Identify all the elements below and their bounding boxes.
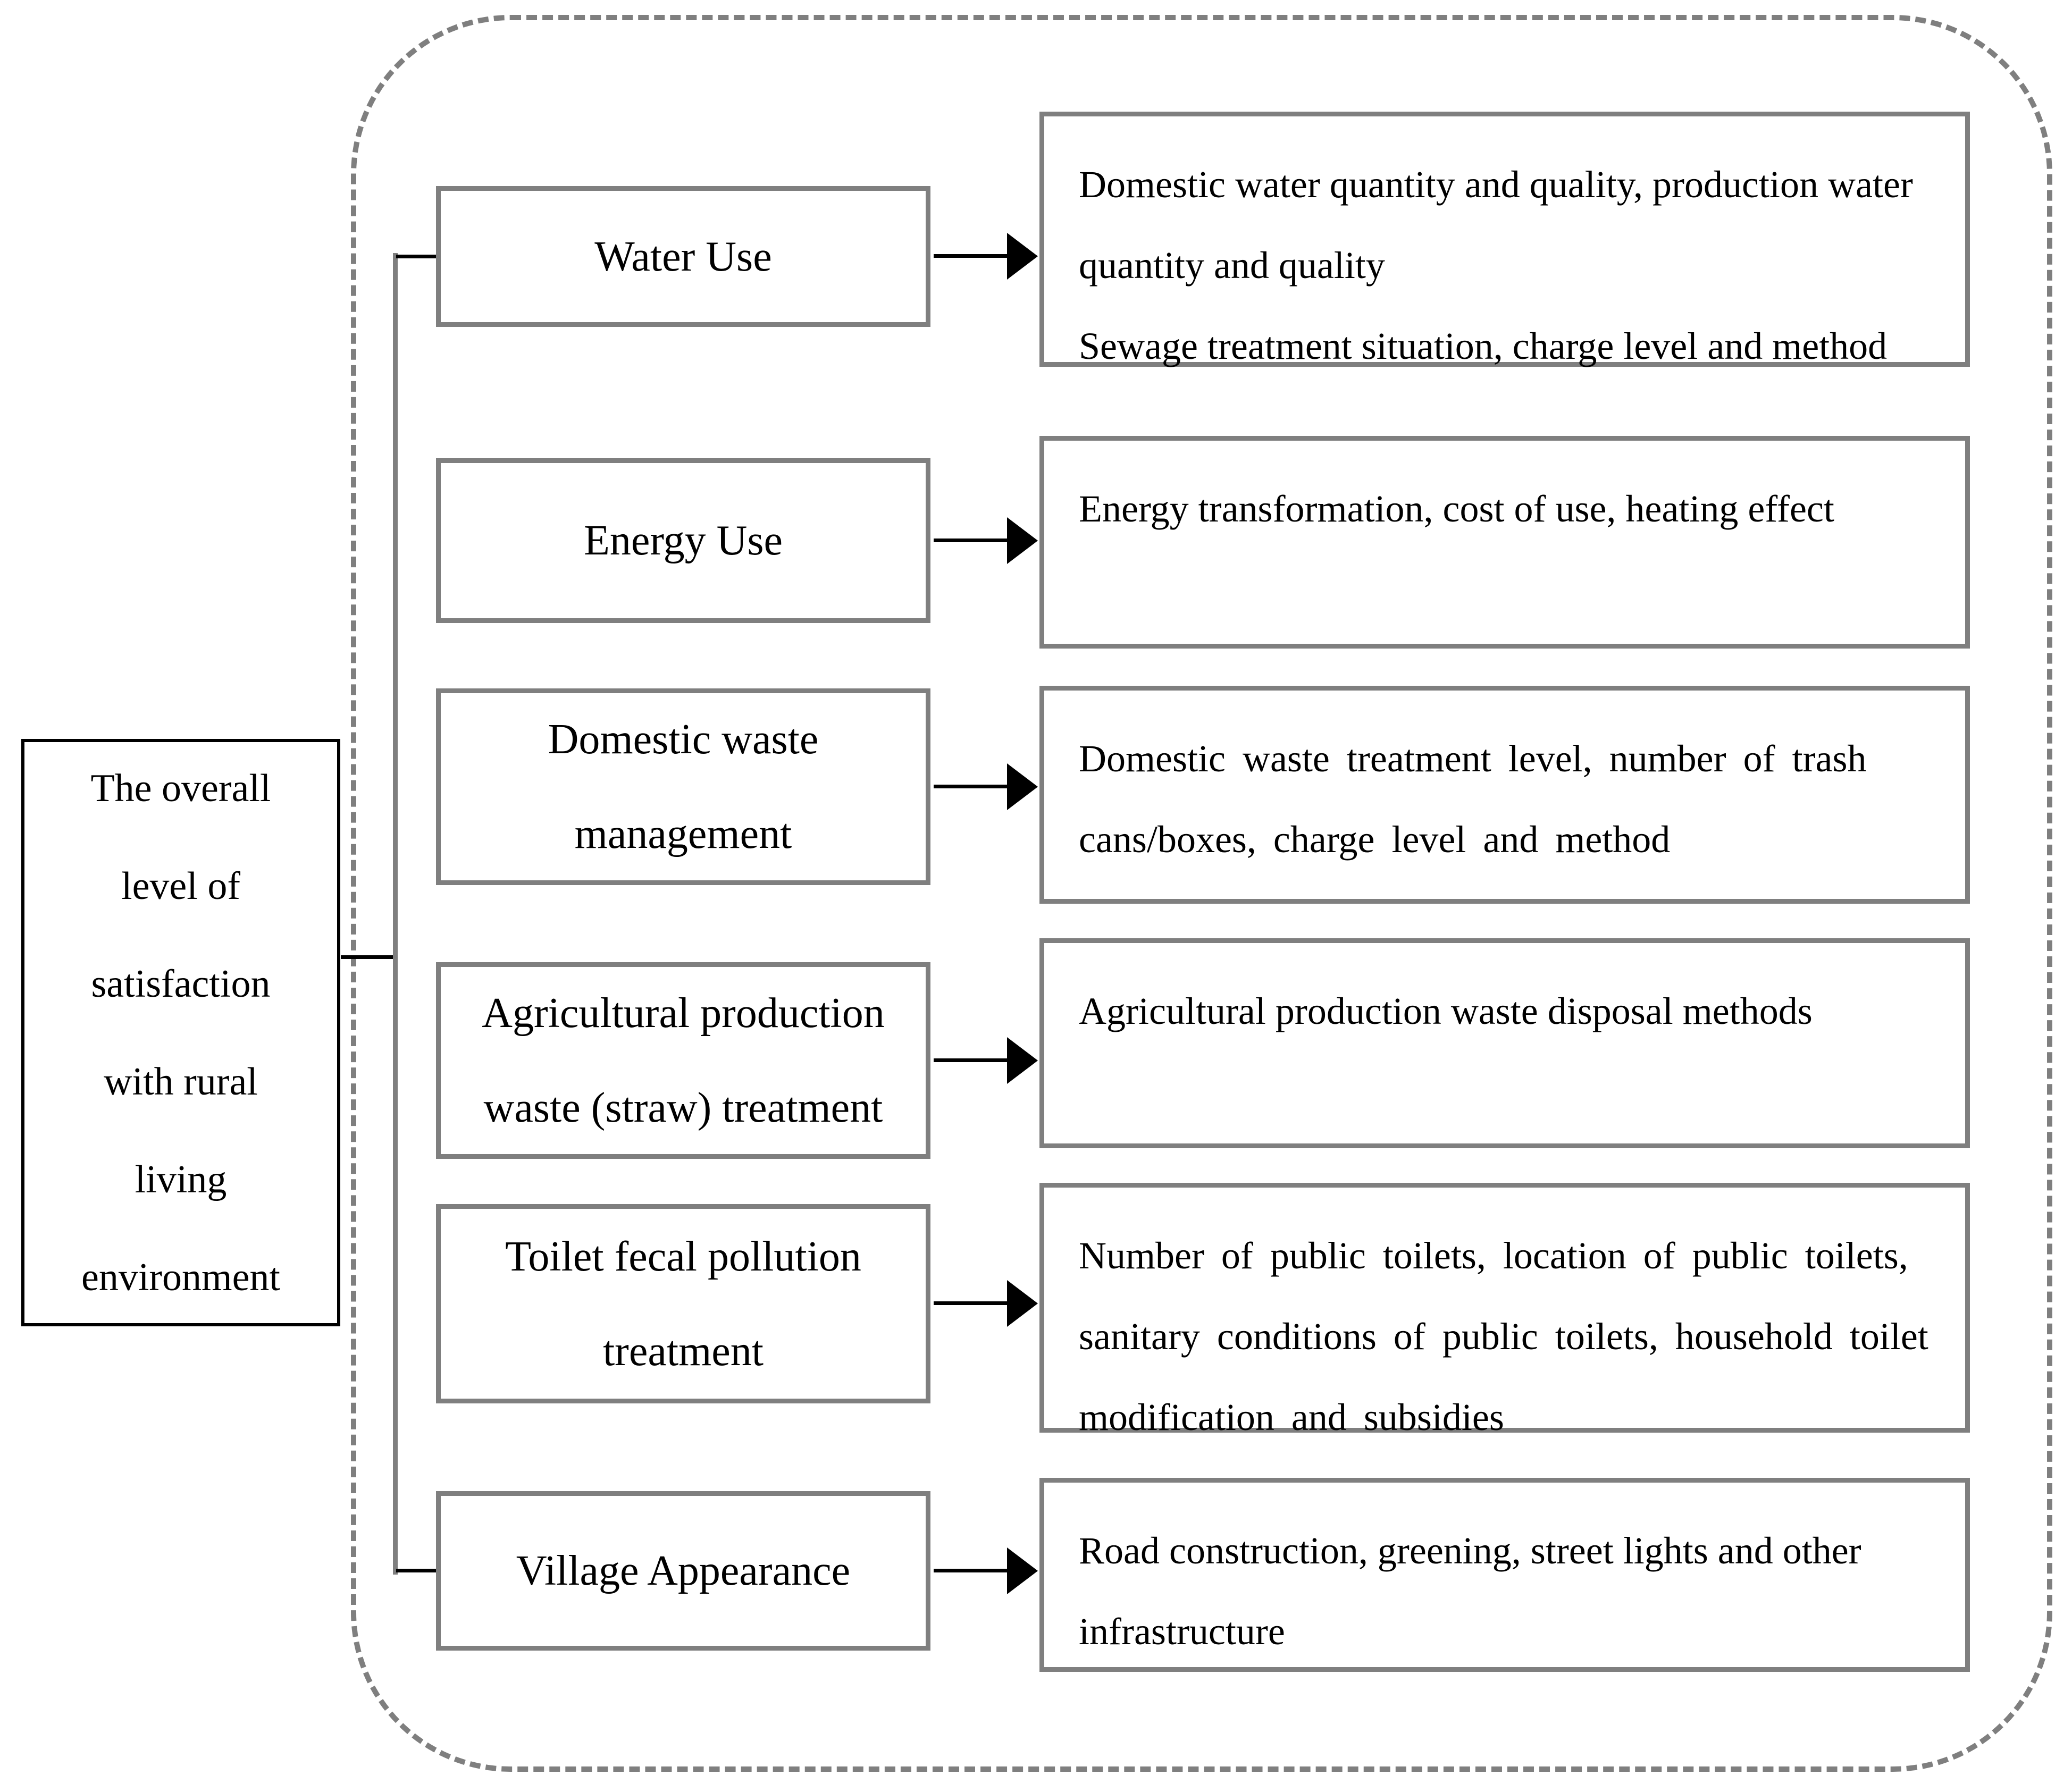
category-label: Toilet fecal pollution treatment [505, 1233, 861, 1375]
category-box-energy-use: Energy Use [436, 458, 930, 623]
description-text: Number of public toilets, location of pu… [1079, 1234, 1928, 1438]
root-box: The overall level of satisfaction with r… [21, 739, 340, 1326]
arrow-right-icon [934, 1280, 1039, 1327]
arrow-shaft [934, 254, 1008, 258]
category-label: Agricultural production waste (straw) tr… [482, 990, 885, 1131]
category-box-domestic-waste-management: Domestic waste management [436, 688, 930, 885]
arrow-head-icon [1007, 1037, 1038, 1084]
description-text: Domestic water quantity and quality, pro… [1079, 163, 1913, 367]
category-label: Village Appearance [516, 1547, 851, 1594]
arrow-right-icon [934, 517, 1039, 564]
arrow-head-icon [1007, 1280, 1038, 1327]
description-text: Energy transformation, cost of use, heat… [1079, 487, 1834, 530]
arrow-shaft [934, 1058, 1008, 1062]
description-box-toilet-fecal-pollution-treatment: Number of public toilets, location of pu… [1039, 1183, 1970, 1438]
root-connector-line [341, 955, 397, 959]
category-box-water-use: Water Use [436, 186, 930, 327]
description-box-agricultural-waste-treatment: Agricultural production waste disposal m… [1039, 938, 1970, 1148]
bracket-vertical-line [393, 253, 398, 1575]
arrow-head-icon [1007, 233, 1038, 280]
description-box-domestic-waste-management: Domestic waste treatment level, number o… [1039, 686, 1970, 904]
arrow-right-icon [934, 763, 1039, 810]
arrow-shaft [934, 1301, 1008, 1305]
category-label: Domestic waste management [548, 716, 819, 857]
description-box-energy-use: Energy transformation, cost of use, heat… [1039, 436, 1970, 649]
arrow-shaft [934, 539, 1008, 542]
arrow-shaft [934, 785, 1008, 788]
arrow-head-icon [1007, 1547, 1038, 1594]
bracket-top-stub-line [396, 255, 440, 258]
arrow-right-icon [934, 1037, 1039, 1084]
category-label: Energy Use [584, 517, 783, 564]
description-text: Road construction, greening, street ligh… [1079, 1529, 1861, 1653]
arrow-head-icon [1007, 763, 1038, 810]
description-box-water-use: Domestic water quantity and quality, pro… [1039, 112, 1970, 367]
description-text: Agricultural production waste disposal m… [1079, 990, 1813, 1032]
arrow-right-icon [934, 1547, 1039, 1594]
root-box-label: The overall level of satisfaction with r… [81, 766, 280, 1299]
arrow-head-icon [1007, 517, 1038, 564]
category-box-agricultural-waste-treatment: Agricultural production waste (straw) tr… [436, 962, 930, 1159]
description-text: Domestic waste treatment level, number o… [1079, 737, 1867, 861]
category-box-village-appearance: Village Appearance [436, 1491, 930, 1651]
description-box-village-appearance: Road construction, greening, street ligh… [1039, 1478, 1970, 1672]
arrow-shaft [934, 1569, 1008, 1572]
category-box-toilet-fecal-pollution-treatment: Toilet fecal pollution treatment [436, 1204, 930, 1403]
arrow-right-icon [934, 233, 1039, 280]
bracket-bottom-stub-line [396, 1569, 440, 1572]
dashed-boundary-frame [351, 15, 2052, 1772]
category-label: Water Use [594, 233, 772, 280]
